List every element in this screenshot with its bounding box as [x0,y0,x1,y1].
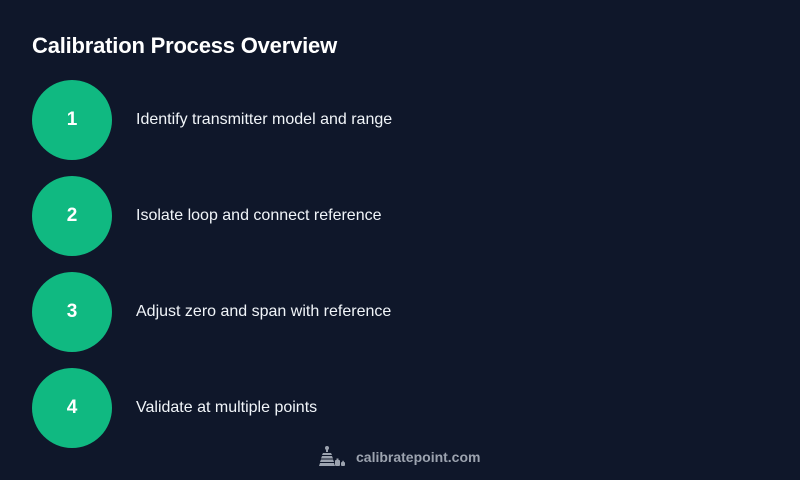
step-number-badge: 4 [32,368,112,448]
step-number-badge: 3 [32,272,112,352]
step-item: 1 Identify transmitter model and range [32,80,392,160]
footer-site-name: calibratepoint.com [356,449,481,465]
step-label: Adjust zero and span with reference [136,303,392,320]
step-item: 3 Adjust zero and span with reference [32,272,391,352]
step-item: 4 Validate at multiple points [32,368,317,448]
page-title: Calibration Process Overview [32,33,337,58]
step-label: Validate at multiple points [136,399,318,416]
step-number-badge: 1 [32,80,112,160]
footer-brand: calibratepoint.com [318,444,480,470]
step-number-badge: 2 [32,176,112,256]
step-item: 2 Isolate loop and connect reference [32,176,382,256]
step-label: Isolate loop and connect reference [136,207,382,224]
calibration-weights-icon [319,446,345,466]
step-label: Identify transmitter model and range [136,111,393,128]
